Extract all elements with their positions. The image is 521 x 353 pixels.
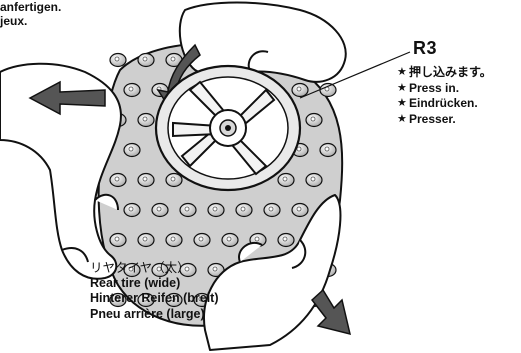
tire-spike-tip — [129, 147, 133, 151]
tire-spike-tip — [227, 237, 231, 241]
star-icon: ★ — [397, 96, 409, 112]
tire-spike-tip — [129, 87, 133, 91]
tire-spike-tip — [115, 57, 119, 61]
tire-spike-tip — [311, 177, 315, 181]
tire-label-fr: Pneu arrière (large) — [90, 307, 219, 323]
tire-spike-tip — [185, 207, 189, 211]
tire-spike-tip — [325, 147, 329, 151]
tire-spike-tip — [171, 177, 175, 181]
tire-spike-tip — [297, 87, 301, 91]
tire-spike-tip — [199, 237, 203, 241]
tire-spike-tip — [143, 117, 147, 121]
tire-spike-tip — [171, 57, 175, 61]
tire-spike-tip — [171, 237, 175, 241]
tire-label-jp: リヤタイヤ（太） — [90, 260, 219, 276]
tire-spike-tip — [297, 207, 301, 211]
corner-text-line-1: anfertigen. — [0, 0, 61, 14]
instruction-text: Presser. — [409, 112, 456, 128]
tire-spike-tip — [157, 207, 161, 211]
tire-spike-tip — [115, 237, 119, 241]
corner-text-line-2: jeux. — [0, 14, 27, 28]
instruction-list: ★ 押し込みます。 ★ Press in. ★ Eindrücken. ★ Pr… — [397, 65, 492, 127]
wheel-r3 — [156, 66, 300, 190]
instruction-en: ★ Press in. — [397, 81, 492, 97]
part-id: R3 — [413, 38, 437, 59]
instruction-text: 押し込みます。 — [409, 65, 492, 81]
down-right-arrow-icon — [312, 290, 350, 334]
tire-label: リヤタイヤ（太） Rear tire (wide) Hinterer Reife… — [90, 260, 219, 322]
tire-spike-tip — [143, 177, 147, 181]
tire-spike-tip — [255, 237, 259, 241]
tire-spike-tip — [115, 177, 119, 181]
tire-label-en: Rear tire (wide) — [90, 276, 219, 292]
tire-spike-tip — [213, 207, 217, 211]
tire-spike-tip — [269, 207, 273, 211]
tire-spike-tip — [143, 57, 147, 61]
tire-spike-tip — [283, 237, 287, 241]
instruction-text: Press in. — [409, 81, 459, 97]
star-icon: ★ — [397, 65, 409, 81]
tire-spike-tip — [241, 207, 245, 211]
star-icon: ★ — [397, 81, 409, 97]
tire-spike-tip — [129, 207, 133, 211]
instruction-de: ★ Eindrücken. — [397, 96, 492, 112]
tire-label-de: Hinterer Reifen (breit) — [90, 291, 219, 307]
instruction-fr: ★ Presser. — [397, 112, 492, 128]
instruction-jp: ★ 押し込みます。 — [397, 65, 492, 81]
tire-spike-tip — [311, 117, 315, 121]
tire-spike-tip — [283, 177, 287, 181]
instruction-text: Eindrücken. — [409, 96, 478, 112]
star-icon: ★ — [397, 112, 409, 128]
tire-spike-tip — [143, 237, 147, 241]
